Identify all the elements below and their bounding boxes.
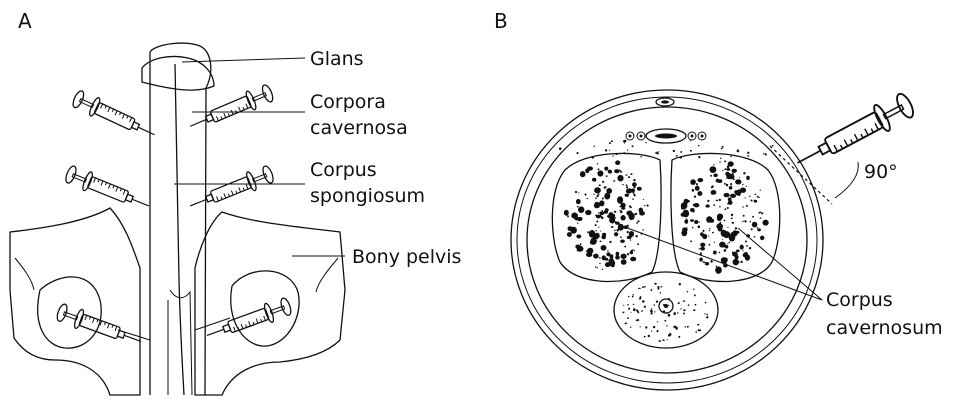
- corpora-cavernosa-label-line1: Corpora: [310, 91, 386, 113]
- syringe: [186, 164, 275, 216]
- tissue-speckles: [559, 140, 774, 342]
- angle-arc: [835, 162, 858, 198]
- corpus-spongiosum-label-line2: spongiosum: [310, 185, 425, 207]
- syringe: [204, 296, 294, 345]
- panel-b-letter: B: [494, 9, 508, 33]
- leader-line: [622, 226, 822, 300]
- syringe: [63, 164, 152, 216]
- corpus-spongiosum-label-line1: Corpus: [310, 159, 377, 181]
- penis-shaft-shape: [142, 43, 214, 395]
- syringe: [71, 89, 159, 144]
- syringe: [791, 90, 917, 176]
- corpora-cavernosa-label-line2: cavernosa: [310, 117, 408, 139]
- syringe: [186, 83, 275, 136]
- angle-label: 90°: [864, 161, 898, 183]
- cross-section-shape: [511, 90, 823, 390]
- glans-label: Glans: [310, 48, 364, 70]
- corpus-cavernosum-label-line1: Corpus: [826, 289, 893, 311]
- panel-a-letter: A: [18, 9, 32, 33]
- bony-pelvis-shape: [10, 208, 345, 395]
- panel-b: B 90°: [494, 9, 943, 390]
- bony-pelvis-label: Bony pelvis: [352, 246, 461, 268]
- syringe: [55, 302, 145, 351]
- panel-a: A: [10, 9, 461, 395]
- leader-line: [738, 228, 822, 300]
- corpus-cavernosum-label-line2: cavernosum: [826, 317, 943, 339]
